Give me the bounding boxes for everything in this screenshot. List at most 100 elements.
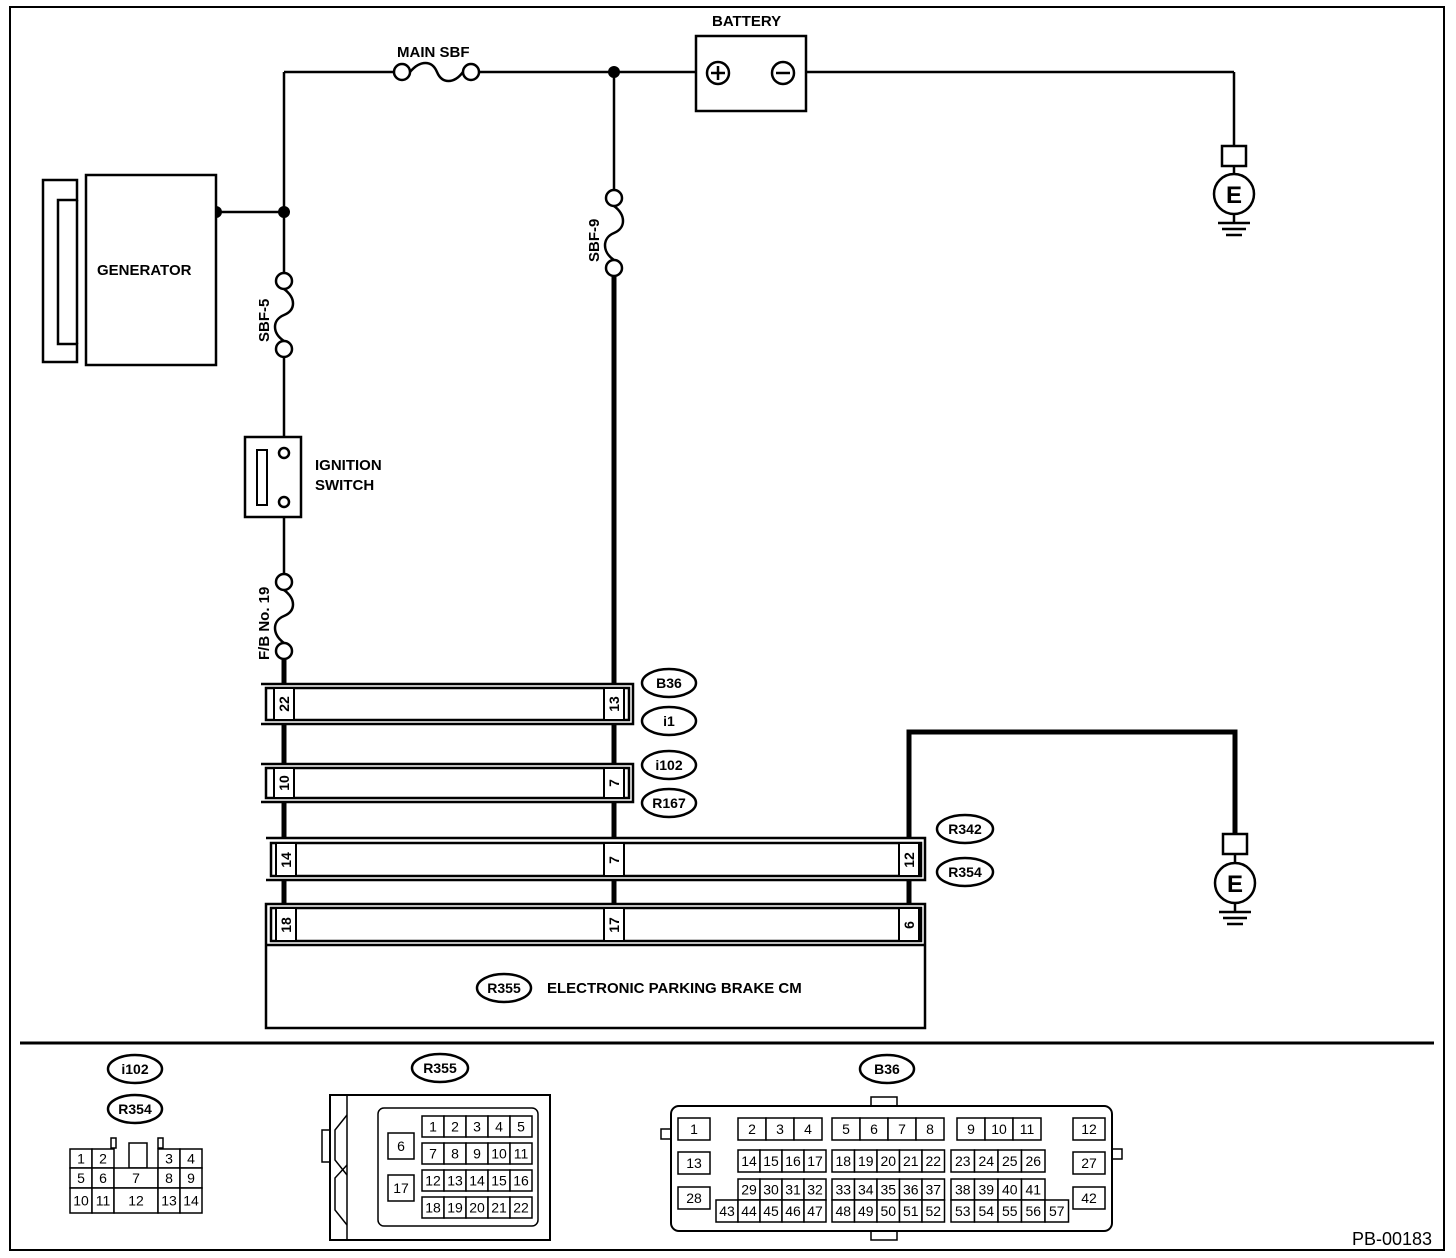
pin-number: 11	[514, 1146, 529, 1162]
pin-number: 22	[513, 1200, 529, 1216]
pin-cell	[509, 1115, 533, 1138]
pin-number: 3	[165, 1151, 173, 1167]
pin-number: 40	[1002, 1182, 1018, 1198]
pin-cell	[677, 1151, 711, 1175]
pin-number: 6	[870, 1121, 878, 1137]
pin-number: 43	[719, 1203, 735, 1219]
pin-number: 29	[741, 1182, 757, 1198]
pin-number: 13	[606, 696, 622, 712]
pin-number: 1	[77, 1151, 85, 1167]
connector-tag: i1	[663, 713, 675, 729]
pin-number: 38	[955, 1182, 971, 1198]
pin-number: 14	[469, 1173, 485, 1189]
pin-number: 1	[429, 1119, 437, 1135]
sbf5-fuse: SBF-5	[256, 271, 295, 359]
pin-cell	[509, 1169, 533, 1192]
pin-number: 2	[99, 1151, 107, 1167]
generator-label: GENERATOR	[97, 262, 192, 279]
ignition-switch-label-2: SWITCH	[315, 477, 374, 494]
pin-number: 52	[925, 1203, 941, 1219]
pin-number: 44	[741, 1203, 757, 1219]
pin-number: 7	[606, 856, 622, 864]
pin-cell	[1072, 1151, 1106, 1175]
pin-number: 25	[1002, 1153, 1018, 1169]
thick-wires	[281, 268, 1238, 904]
pin-number: 28	[686, 1190, 702, 1206]
pin-number: 35	[880, 1182, 896, 1198]
pin-number: 1	[690, 1121, 698, 1137]
pin-number: 14	[278, 852, 294, 868]
pin-cell	[677, 1186, 711, 1210]
pin-number: 21	[903, 1153, 919, 1169]
pin-number: 17	[393, 1180, 409, 1196]
pin-cell	[509, 1196, 533, 1219]
pin-number: 32	[807, 1182, 823, 1198]
pin-number: 8	[926, 1121, 934, 1137]
connector-row-r342-r354: 14 7 12	[266, 836, 927, 882]
pin-number: 3	[776, 1121, 784, 1137]
pin-number: 11	[96, 1193, 111, 1209]
pin-cell	[803, 1199, 827, 1223]
pin-number: 5	[517, 1119, 525, 1135]
pin-cell	[677, 1117, 711, 1141]
pin-number: 6	[901, 921, 917, 929]
pin-number: 53	[955, 1203, 971, 1219]
pin-number: 19	[447, 1200, 463, 1216]
ground-symbol-bottom: E	[1213, 832, 1257, 926]
pin-number: 45	[763, 1203, 779, 1219]
pin-cell	[793, 1117, 823, 1141]
pin-number: 12	[128, 1193, 144, 1209]
pin-number: 33	[835, 1182, 851, 1198]
pin-number: 13	[161, 1193, 177, 1209]
pin-number: 6	[397, 1138, 405, 1154]
pin-number: 9	[187, 1170, 195, 1186]
pin-number: 9	[967, 1121, 975, 1137]
pin-number: 16	[785, 1153, 801, 1169]
pin-number: 26	[1025, 1153, 1041, 1169]
connector-tag: R355	[487, 980, 521, 996]
pin-number: 19	[858, 1153, 874, 1169]
connector-tag: i102	[121, 1061, 148, 1077]
main-sbf-fuse: MAIN SBF	[392, 44, 481, 83]
pin-number: 22	[925, 1153, 941, 1169]
pin-number: 10	[991, 1121, 1007, 1137]
ground-label: E	[1227, 871, 1243, 898]
pin-number: 46	[785, 1203, 801, 1219]
sbf5-label: SBF-5	[256, 299, 273, 342]
pin-number: 5	[842, 1121, 850, 1137]
pin-number: 15	[763, 1153, 779, 1169]
pin-number: 10	[491, 1146, 507, 1162]
pin-number: 22	[276, 696, 292, 712]
connector-tag: B36	[874, 1061, 900, 1077]
pin-cell	[113, 1187, 159, 1214]
pin-cell	[1072, 1117, 1106, 1141]
pin-number: 7	[429, 1146, 437, 1162]
pin-number: 10	[73, 1193, 89, 1209]
connector-tag: R167	[652, 795, 686, 811]
pin-number: 24	[978, 1153, 994, 1169]
pin-number: 7	[606, 779, 622, 787]
pin-number: 20	[880, 1153, 896, 1169]
pin-number: 41	[1025, 1182, 1041, 1198]
pin-number: 23	[955, 1153, 971, 1169]
pin-number: 2	[451, 1119, 459, 1135]
pin-number: 20	[469, 1200, 485, 1216]
connector-tag: B36	[656, 675, 682, 691]
pin-number: 18	[278, 917, 294, 933]
pin-cell	[1072, 1186, 1106, 1210]
pin-number: 4	[804, 1121, 812, 1137]
pin-number: 42	[1081, 1190, 1097, 1206]
pin-number: 55	[1002, 1203, 1018, 1219]
pin-number: 50	[880, 1203, 896, 1219]
pin-cell	[1012, 1117, 1042, 1141]
junction-dot	[608, 66, 620, 78]
pin-number: 4	[495, 1119, 503, 1135]
pin-cell	[179, 1187, 203, 1214]
pin-cell	[921, 1199, 946, 1223]
pin-cell	[1044, 1199, 1070, 1223]
pin-number: 14	[741, 1153, 757, 1169]
connector-key	[110, 1137, 117, 1149]
pin-number: 51	[903, 1203, 919, 1219]
pin-number: 15	[491, 1173, 507, 1189]
